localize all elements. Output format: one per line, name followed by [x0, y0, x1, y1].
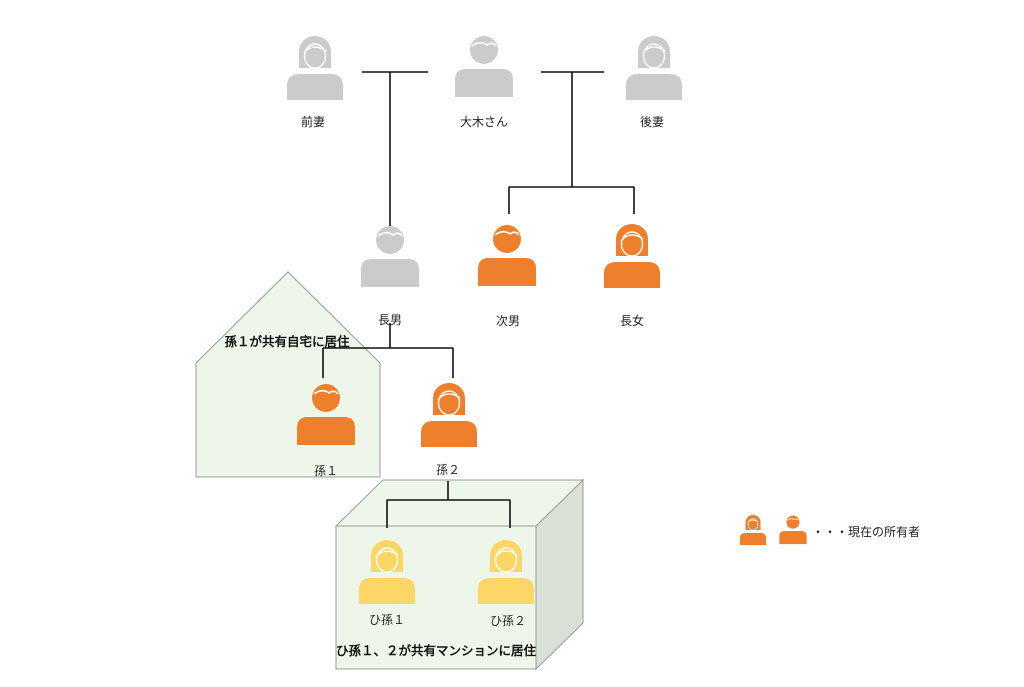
label-later-wife: 後妻: [639, 115, 665, 129]
people-icons: [287, 36, 682, 604]
label-great-grandchild-2: ひ孫２: [489, 614, 527, 628]
label-eldest-daughter: 長女: [619, 314, 645, 328]
male-person-icon: [478, 225, 536, 286]
label-eldest-son: 長男: [377, 313, 403, 327]
female-person-icon: [604, 224, 660, 288]
shared-house-zone: [195, 271, 381, 478]
relationship-lines: [322, 71, 635, 528]
male-person-icon: [297, 384, 355, 445]
label-great-grandchild-1: ひ孫１: [368, 613, 406, 627]
female-person-icon: [287, 36, 343, 100]
label-former-wife: 前妻: [300, 115, 326, 129]
female-person-icon: [478, 540, 534, 604]
label-second-son: 次男: [495, 314, 521, 328]
female-person-icon: [421, 383, 477, 447]
apartment-caption: ひ孫１、２が共有マンションに居住: [335, 643, 537, 658]
legend-female-person-icon: [739, 514, 767, 546]
legend-icons: [739, 514, 807, 546]
house-caption: 孫１が共有自宅に居住: [224, 334, 350, 349]
male-person-icon: [455, 36, 513, 97]
label-grandchild-2: 孫２: [435, 463, 461, 477]
legend-text: ・・・現在の所有者: [812, 525, 921, 539]
label-mr-oki: 大木さん: [459, 115, 509, 129]
legend-male-person-icon: [779, 515, 807, 545]
female-person-icon: [626, 36, 682, 100]
female-person-icon: [359, 540, 415, 604]
male-person-icon: [361, 226, 419, 287]
label-grandchild-1: 孫１: [313, 464, 339, 478]
